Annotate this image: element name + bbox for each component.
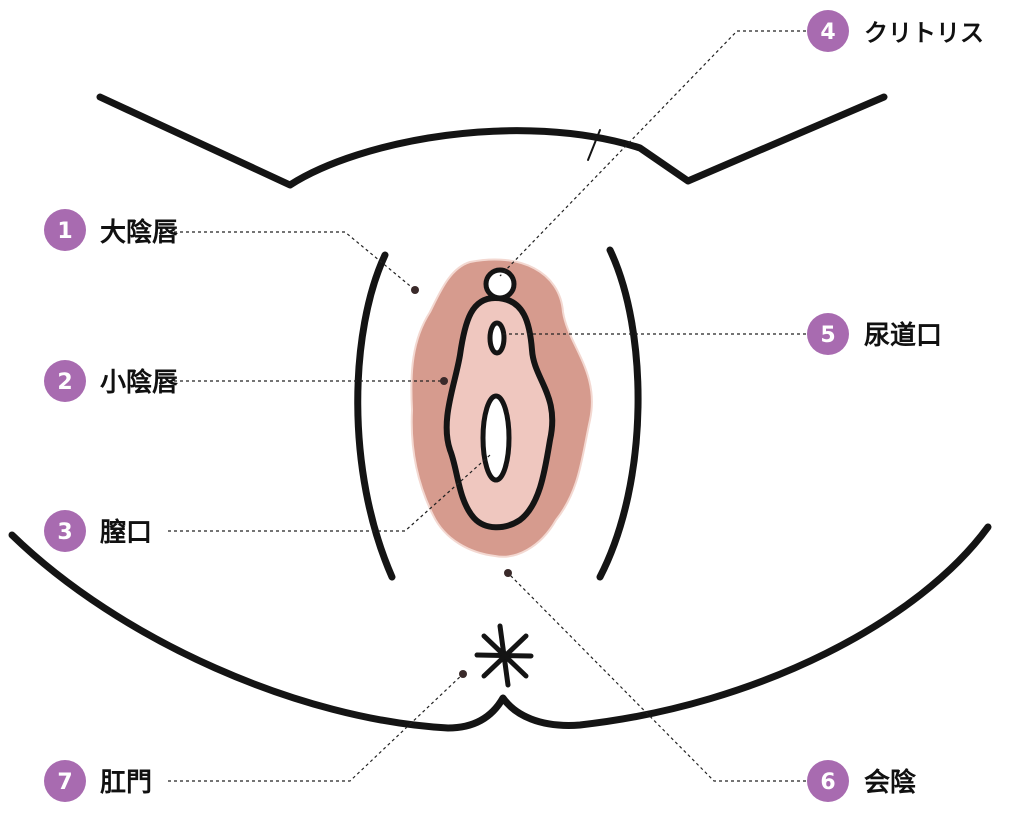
- vaginal-opening-shape: [480, 393, 512, 483]
- badge-number-3: 3: [57, 520, 72, 545]
- upper-body-outline: [96, 93, 888, 189]
- left-thigh-crease: [354, 251, 396, 581]
- badge-3: [44, 510, 86, 552]
- badge-5: [807, 313, 849, 355]
- leader-dot-6: [504, 569, 512, 577]
- label-text-1: 大陰唇: [100, 217, 179, 248]
- label-text-6: 会陰: [864, 767, 917, 798]
- leader-line-1: [168, 231, 416, 291]
- badge-number-7: 7: [57, 770, 72, 795]
- label-3: 3 膣口: [44, 510, 152, 552]
- leader-dot-7: [459, 670, 467, 678]
- label-text-5: 尿道口: [864, 320, 942, 351]
- buttocks-outline: [8, 523, 992, 732]
- badge-number-1: 1: [57, 219, 72, 244]
- badge-number-6: 6: [820, 770, 835, 795]
- badge-2: [44, 360, 86, 402]
- leader-line-6: [507, 572, 806, 782]
- label-text-2: 小陰唇: [100, 367, 179, 398]
- right-thigh-crease: [596, 246, 642, 581]
- badge-1: [44, 209, 86, 251]
- label-6: 6 会陰: [807, 760, 917, 802]
- badge-number-5: 5: [820, 323, 835, 348]
- badge-number-2: 2: [57, 370, 72, 395]
- label-1: 1 大陰唇: [44, 209, 179, 251]
- badge-4: [807, 10, 849, 52]
- badge-7: [44, 760, 86, 802]
- urethral-opening-shape: [487, 320, 507, 356]
- upper-sketch-mark: [587, 129, 601, 161]
- leader-dot-2: [440, 377, 448, 385]
- clitoris-shape: [483, 267, 517, 301]
- badge-6: [807, 760, 849, 802]
- leader-line-7: [168, 673, 464, 782]
- leader-line-3: [168, 454, 491, 532]
- label-text-3: 膣口: [99, 517, 152, 548]
- label-text-4: クリトリス: [864, 19, 984, 47]
- label-7: 7 肛門: [44, 760, 152, 802]
- anus-mark: [474, 623, 534, 688]
- badge-number-4: 4: [820, 20, 835, 45]
- label-2: 2 小陰唇: [44, 360, 179, 402]
- label-text-7: 肛門: [100, 768, 152, 798]
- label-5: 5 尿道口: [807, 313, 942, 355]
- label-4: 4 クリトリス: [807, 10, 984, 52]
- leader-line-4: [499, 30, 806, 277]
- leader-dot-1: [411, 286, 419, 294]
